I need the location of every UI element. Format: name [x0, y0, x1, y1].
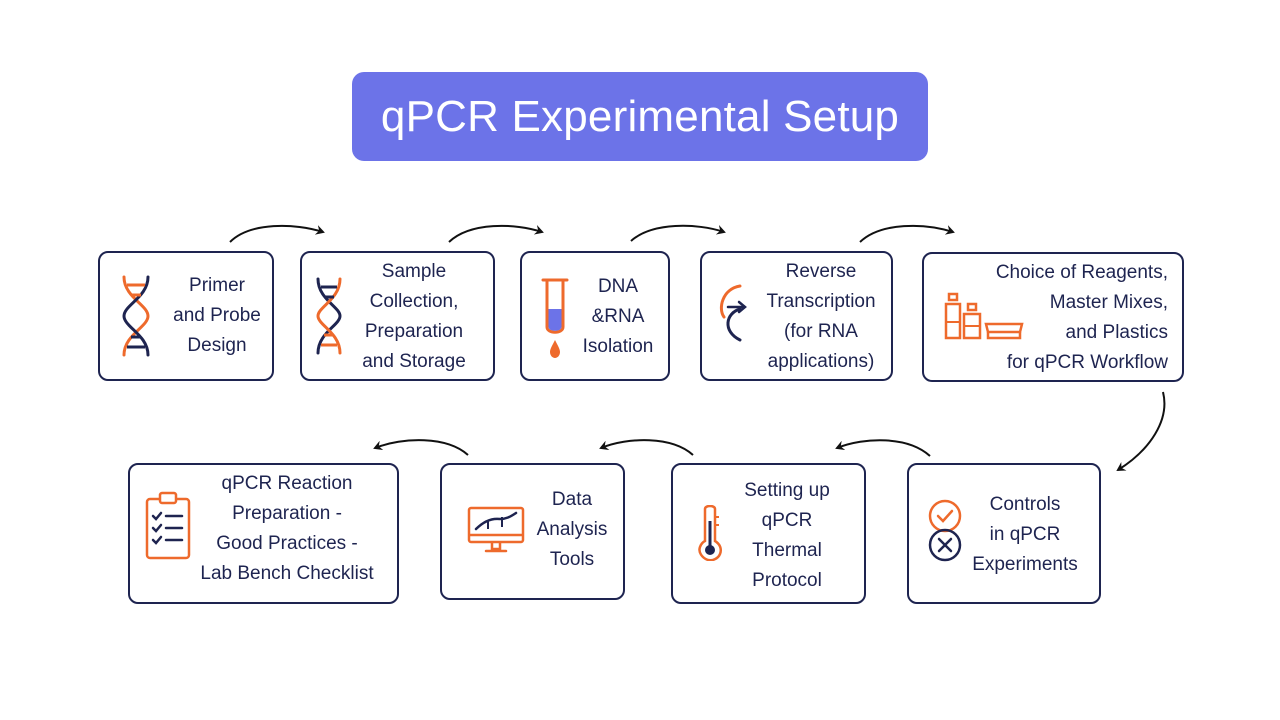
check-cross-icon	[928, 499, 962, 562]
step-controls: Controls in qPCR Experiments	[907, 463, 1101, 604]
arrow-6-to-7	[835, 439, 931, 457]
step-reaction-preparation: qPCR Reaction Preparation - Good Practic…	[128, 463, 399, 604]
arrow-5-to-6	[1116, 391, 1166, 472]
step-sample-collection: Sample Collection, Preparation and Stora…	[300, 251, 495, 381]
reverse-transcription-icon	[719, 284, 747, 342]
step-label: Sample Collection, Preparation and Stora…	[362, 261, 466, 372]
step-label: Reverse Transcription (for RNA applicati…	[766, 261, 876, 372]
step-reagents-choice: Choice of Reagents, Master Mixes, and Pl…	[922, 252, 1184, 382]
step-label: Choice of Reagents, Master Mixes, and Pl…	[995, 262, 1168, 373]
step-reverse-transcription: Reverse Transcription (for RNA applicati…	[700, 251, 893, 381]
dna-helix-icon	[122, 275, 150, 357]
title-banner: qPCR Experimental Setup	[352, 72, 928, 161]
step-thermal-protocol: Setting up qPCR Thermal Protocol	[671, 463, 866, 604]
monitor-chart-icon	[467, 506, 525, 553]
dna-helix-icon	[316, 277, 342, 355]
step-label: Data Analysis Tools	[536, 489, 608, 570]
thermometer-icon	[698, 505, 723, 561]
step-label: DNA &RNA Isolation	[582, 276, 654, 357]
page-title: qPCR Experimental Setup	[380, 91, 900, 141]
test-tube-icon	[541, 278, 569, 358]
step-label: Primer and Probe Design	[173, 275, 261, 356]
step-label: Setting up qPCR Thermal Protocol	[744, 480, 830, 591]
step-label: qPCR Reaction Preparation - Good Practic…	[200, 473, 374, 584]
step-data-analysis: Data Analysis Tools	[440, 463, 625, 600]
step-dna-rna-isolation: DNA &RNA Isolation	[520, 251, 670, 381]
arrow-2-to-3	[448, 224, 544, 243]
reagent-bottles-icon	[944, 292, 1024, 340]
step-label: Controls in qPCR Experiments	[972, 494, 1078, 575]
arrow-4-to-5	[859, 224, 955, 243]
arrow-7-to-8	[599, 439, 694, 456]
arrow-8-to-9	[373, 439, 469, 456]
arrow-1-to-2	[229, 224, 325, 243]
step-primer-probe-design: Primer and Probe Design	[98, 251, 274, 381]
clipboard-checklist-icon	[145, 491, 191, 560]
arrow-3-to-4	[630, 224, 726, 242]
